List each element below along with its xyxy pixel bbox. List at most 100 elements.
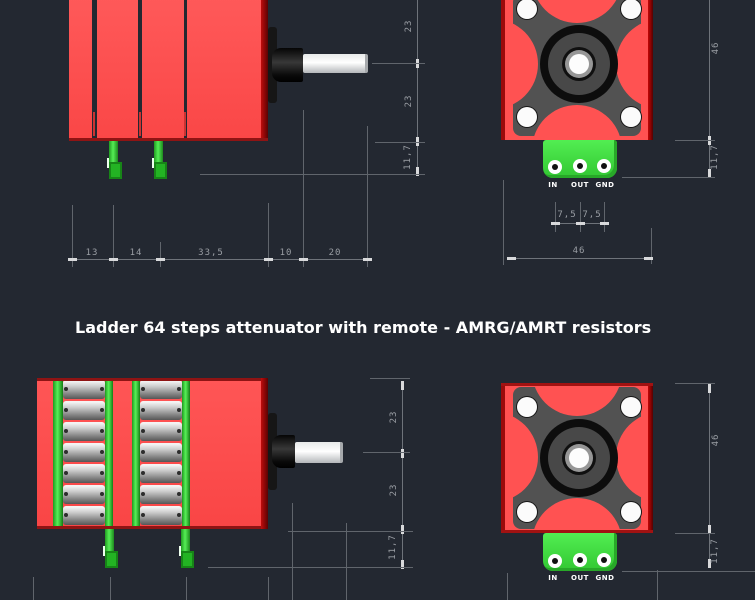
extension-line [675, 140, 715, 141]
dim-tick [401, 525, 404, 534]
housing-top-edge [37, 378, 261, 381]
dim-label: 23 [404, 19, 414, 33]
resistor-stack [63, 380, 105, 527]
dim-tick [416, 137, 419, 146]
dim-label: 23 [389, 483, 399, 497]
extension-line [657, 570, 658, 600]
extension-line [303, 110, 304, 267]
dim-label: 33,5 [198, 248, 224, 258]
resistor [140, 401, 182, 420]
mounting-hole [517, 502, 537, 522]
housing-slab [97, 0, 138, 138]
extension-line [507, 573, 508, 600]
terminal-label-gnd: GND [595, 574, 615, 582]
resistor [140, 422, 182, 441]
mounting-hole [621, 397, 641, 417]
housing-edge [261, 0, 268, 138]
shaft-hole [569, 54, 589, 74]
dim-label: 7,5 [582, 210, 602, 220]
dim-label: 46 [711, 433, 721, 447]
terminal-label-in: IN [548, 181, 558, 189]
plate-top-edge [501, 383, 653, 386]
view-side-top [69, 0, 369, 190]
dim-label: 13 [85, 248, 99, 258]
dim-tick [708, 559, 711, 568]
shaft [295, 442, 343, 463]
extension-line [292, 503, 293, 600]
extension-line [367, 126, 368, 267]
mounting-hole [621, 502, 641, 522]
dim-tick [551, 222, 560, 225]
resistor [140, 443, 182, 462]
dim-line [69, 259, 368, 260]
extension-line [375, 142, 425, 143]
extension-line [651, 228, 652, 264]
terminal-hole [597, 159, 611, 173]
extension-line [372, 63, 425, 64]
mounting-hole [621, 107, 641, 127]
extension-line [72, 205, 73, 267]
extension-line [675, 533, 715, 534]
dim-label: 46 [572, 246, 586, 256]
terminal-block [543, 533, 617, 571]
terminal-hole [548, 160, 562, 174]
view-side-bottom [37, 378, 357, 578]
resistor [63, 464, 105, 483]
dim-line [402, 383, 403, 568]
slab-gap [184, 112, 186, 136]
extension-line [33, 577, 34, 600]
resistor [63, 401, 105, 420]
ladder-rail [53, 378, 63, 529]
solder-pin [179, 529, 194, 568]
view-front-top [501, 0, 653, 140]
dim-line [510, 258, 649, 259]
resistor [63, 380, 105, 399]
dim-label: 46 [711, 41, 721, 55]
view-front-bottom [501, 383, 653, 533]
solder-pin [152, 141, 167, 179]
dim-tick [708, 525, 711, 534]
dim-tick [576, 222, 585, 225]
dim-label: 23 [404, 94, 414, 108]
extension-line [363, 452, 410, 453]
resistor [140, 380, 182, 399]
solder-pin [103, 529, 118, 568]
resistor [140, 506, 182, 525]
dim-label: 20 [328, 248, 342, 258]
extension-line [622, 571, 755, 572]
resistor [63, 506, 105, 525]
dim-line [709, 383, 710, 566]
dim-tick [109, 258, 118, 261]
extension-line [555, 202, 556, 232]
mounting-hole [517, 107, 537, 127]
housing-slab [142, 0, 184, 138]
housing-slab [187, 0, 261, 138]
dim-line [709, 0, 710, 176]
shaft-bushing [272, 48, 303, 82]
dim-line [417, 0, 418, 175]
dim-tick [299, 258, 308, 261]
housing-bottom-edge [37, 526, 261, 529]
dim-label: 14 [129, 248, 143, 258]
dim-label: 23 [389, 410, 399, 424]
terminal-label-out: OUT [571, 181, 589, 189]
plate-bottom-edge [501, 530, 653, 533]
extension-line [370, 378, 410, 379]
dim-tick [507, 257, 516, 260]
dim-label: 10 [279, 248, 293, 258]
dim-tick [264, 258, 273, 261]
terminal-label-in: IN [548, 574, 558, 582]
extension-line [346, 523, 347, 600]
dim-tick [401, 560, 404, 569]
terminal-label-out: OUT [571, 574, 589, 582]
resistor-stack [140, 380, 182, 527]
ladder-rail [182, 378, 190, 529]
dim-label: 11,7 [403, 144, 413, 170]
mounting-hole [621, 0, 641, 19]
extension-line [288, 531, 413, 532]
extension-line [200, 174, 425, 175]
extension-line [113, 205, 114, 267]
dim-tick [68, 258, 77, 261]
plate-left-edge [501, 383, 505, 533]
extension-line [604, 202, 605, 232]
